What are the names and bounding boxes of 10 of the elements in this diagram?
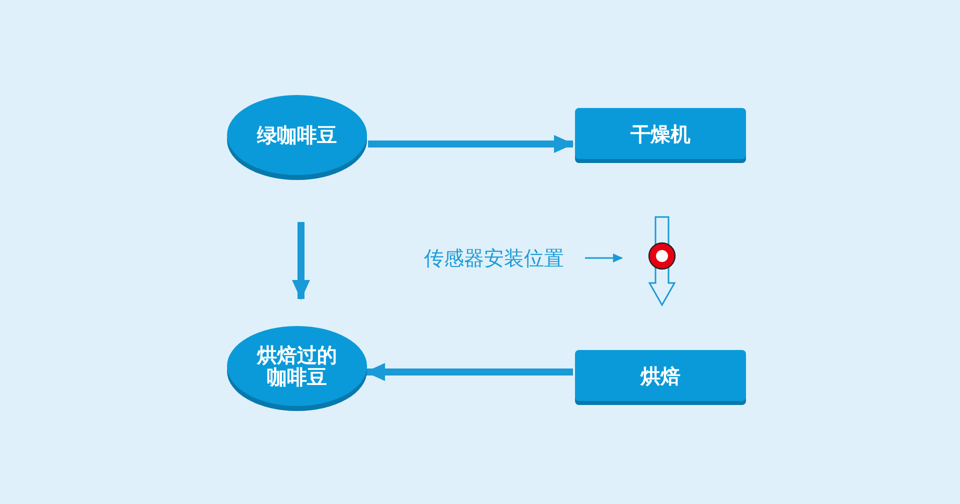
arrow [585,254,623,262]
oval-node: 烘焙过的咖啡豆 [227,326,367,406]
sensor-marker-icon [648,242,676,270]
arrow [368,135,574,153]
process-box: 干燥机 [575,108,746,159]
arrow [292,222,310,300]
oval-node: 绿咖啡豆 [227,95,367,175]
arrow [365,363,573,381]
annotation-text: 传感器安装位置 [412,244,576,272]
process-box: 烘焙 [575,350,746,401]
